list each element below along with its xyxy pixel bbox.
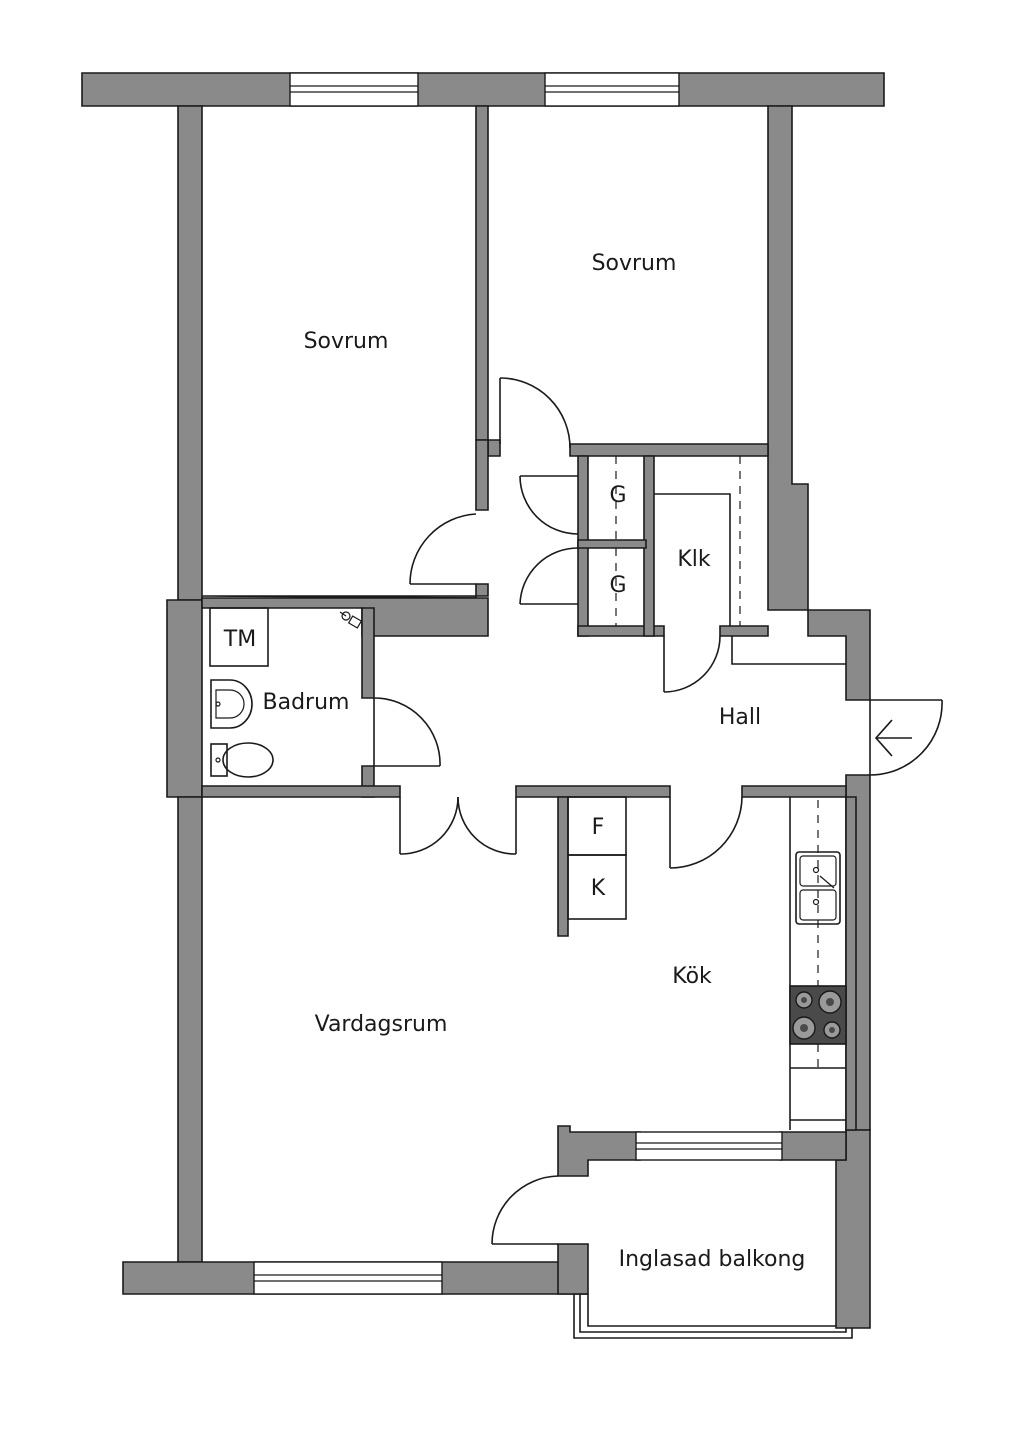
door-balcony bbox=[491, 1175, 559, 1245]
door-kitchen bbox=[669, 796, 743, 869]
window-top-right bbox=[544, 72, 680, 107]
wall-closets-divider bbox=[577, 539, 647, 549]
label-balkong: Inglasad balkong bbox=[619, 1247, 806, 1272]
door-klk bbox=[663, 635, 721, 693]
wall-bedroom1-door-jamb bbox=[475, 439, 489, 511]
wall-bedroom1-bottom bbox=[201, 583, 489, 599]
door-closet-bottom bbox=[519, 547, 579, 605]
label-closet-bottom: G bbox=[609, 573, 626, 598]
door-bedroom-left bbox=[409, 513, 477, 585]
wall-bedroom2-bottom bbox=[487, 439, 501, 457]
bathroom-fixtures bbox=[209, 607, 363, 778]
wall-closets-mid bbox=[643, 455, 655, 637]
freezer-box bbox=[567, 854, 627, 920]
wall-balcony-top-right bbox=[779, 1131, 847, 1161]
label-freezer: K bbox=[591, 876, 606, 901]
toilet-icon bbox=[210, 742, 274, 778]
wall-left-lower bbox=[177, 796, 203, 1263]
klk-outline bbox=[654, 493, 731, 626]
door-closet-top bbox=[519, 475, 579, 535]
label-tm: TM bbox=[223, 627, 256, 652]
wall-bedroom-divider bbox=[475, 105, 489, 441]
entrance-arrow-icon bbox=[874, 719, 912, 757]
windows bbox=[253, 72, 853, 1339]
label-sovrum-right: Sovrum bbox=[592, 251, 677, 276]
wall-hall-bottom-a bbox=[201, 785, 401, 798]
label-hall: Hall bbox=[719, 705, 761, 730]
washbasin-icon bbox=[210, 679, 253, 729]
door-bedroom-right bbox=[499, 377, 571, 449]
wall-balcony-left-top bbox=[557, 1125, 641, 1177]
stove-icon bbox=[789, 985, 847, 1045]
wall-right-hall bbox=[807, 609, 871, 701]
wall-hall-bottom-b bbox=[515, 785, 671, 798]
balcony-glazing bbox=[573, 1293, 853, 1339]
wall-top bbox=[81, 72, 885, 107]
label-klk: Klk bbox=[677, 547, 711, 572]
wall-bedroom2-bottom-b bbox=[569, 443, 769, 457]
wall-left-upper bbox=[177, 105, 203, 601]
hall-shelf bbox=[731, 636, 846, 665]
label-sovrum-left: Sovrum bbox=[304, 329, 389, 354]
label-vardagsrum: Vardagsrum bbox=[315, 1012, 448, 1037]
wall-fridge bbox=[557, 796, 569, 937]
room-labels: Sovrum Sovrum G G Klk TM Badrum Hall F K… bbox=[223, 251, 806, 1272]
wall-right-upper bbox=[767, 105, 809, 611]
shower-icon bbox=[339, 611, 363, 629]
wall-bath-right bbox=[361, 607, 375, 699]
kitchen-fixtures bbox=[567, 796, 847, 1130]
wall-balcony-left-lower bbox=[557, 1243, 589, 1295]
window-balcony-top bbox=[635, 1131, 783, 1161]
door-living-double bbox=[399, 796, 517, 855]
wall-kitchen-right bbox=[845, 796, 857, 1131]
label-kok: Kök bbox=[672, 964, 712, 989]
closets bbox=[615, 456, 846, 665]
wall-left-bath bbox=[166, 599, 203, 798]
washing-machine-box bbox=[209, 607, 269, 667]
label-fridge: F bbox=[592, 815, 605, 840]
window-bottom bbox=[253, 1261, 443, 1295]
door-entrance[interactable] bbox=[869, 699, 943, 776]
wall-hall-bottom-c bbox=[741, 785, 847, 798]
door-bathroom bbox=[373, 697, 441, 767]
window-top-left bbox=[289, 72, 419, 107]
label-badrum: Badrum bbox=[263, 690, 350, 715]
wall-klk-bottom bbox=[719, 625, 769, 637]
sink-icon bbox=[795, 851, 841, 925]
label-closet-top: G bbox=[609, 483, 626, 508]
doors bbox=[373, 377, 943, 1245]
